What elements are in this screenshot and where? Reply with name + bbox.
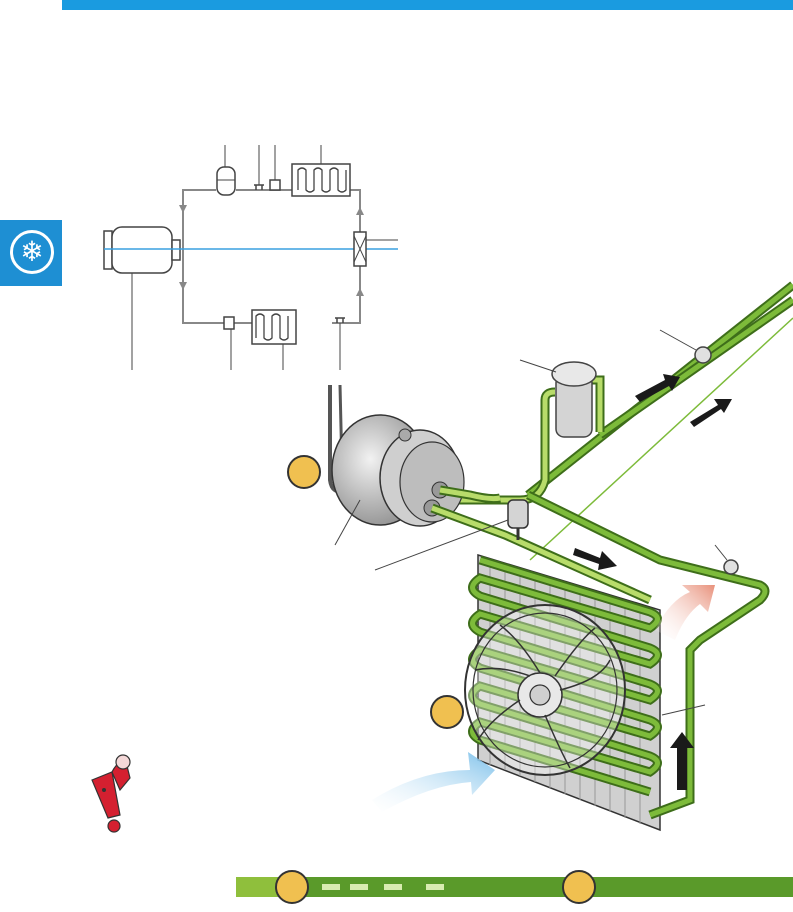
header-accent-bar bbox=[62, 0, 793, 10]
receiver-symbol bbox=[216, 166, 236, 196]
snowflake-icon: ❄ bbox=[20, 235, 44, 268]
valve-bottom bbox=[335, 317, 345, 323]
valve-top-2 bbox=[269, 179, 281, 191]
air-in-arrow bbox=[372, 752, 495, 812]
bottom-marker-2[interactable] bbox=[562, 870, 596, 904]
pressure-switch-top bbox=[694, 346, 712, 364]
thin-line bbox=[529, 317, 793, 561]
flow-arrow-up-1 bbox=[356, 207, 364, 215]
compressor-pulley bbox=[103, 230, 113, 270]
bar-dash-2 bbox=[350, 884, 368, 890]
bar-dash-3 bbox=[384, 884, 402, 890]
bar-dash-4 bbox=[426, 884, 444, 890]
loop-left-upper bbox=[182, 189, 216, 262]
condenser bbox=[468, 490, 770, 832]
expansion-valve-symbol bbox=[223, 316, 235, 330]
loop-left-lower bbox=[182, 262, 252, 324]
flow-arrow-down-2 bbox=[179, 282, 187, 290]
evaporator-coil-symbol bbox=[251, 309, 297, 345]
bar-dash-1 bbox=[322, 884, 340, 890]
tab-ring bbox=[10, 230, 54, 274]
pressure-switch-right bbox=[723, 559, 739, 575]
pressure-sensor bbox=[507, 499, 529, 529]
compressor bbox=[328, 384, 465, 546]
marker-compressor[interactable] bbox=[287, 455, 321, 489]
flow-arrow-up bbox=[670, 732, 694, 790]
flow-arrow-1 bbox=[635, 374, 680, 402]
flow-arrow-up-2 bbox=[356, 288, 364, 296]
flow-arrow-3 bbox=[573, 548, 617, 570]
warning-mascot-icon bbox=[91, 754, 131, 833]
refrigerant-schematic bbox=[103, 145, 398, 370]
condenser-return-pipe bbox=[526, 492, 768, 818]
air-out-arrow bbox=[655, 585, 715, 640]
ac-illustration bbox=[328, 281, 793, 832]
bottom-navigation-bar bbox=[236, 877, 793, 897]
pipe-low bbox=[598, 297, 793, 438]
loop-right-upper bbox=[350, 189, 361, 232]
section-tab[interactable]: ❄ bbox=[0, 220, 62, 286]
flow-arrow-down-1 bbox=[179, 205, 187, 213]
loop-right-lower bbox=[332, 265, 361, 324]
marker-condenser[interactable] bbox=[430, 695, 464, 729]
cooling-fan bbox=[464, 604, 626, 776]
bottom-marker-1[interactable] bbox=[275, 870, 309, 904]
discharge-pipe bbox=[431, 505, 652, 603]
compressor-symbol bbox=[111, 226, 173, 274]
flow-arrow-2 bbox=[690, 399, 732, 427]
